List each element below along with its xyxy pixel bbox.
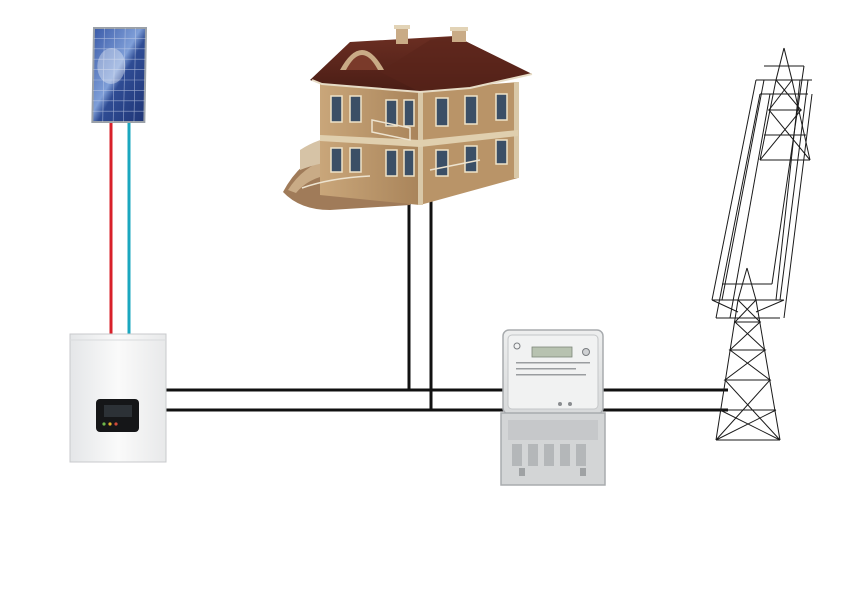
dc-wires [109, 118, 131, 336]
meter-lcd [531, 346, 573, 358]
transmission-tower-icon [711, 47, 813, 441]
far-tower [756, 47, 812, 161]
inverter-icon [69, 333, 167, 463]
ac-wires [165, 200, 728, 412]
power-lines [711, 65, 813, 319]
house-icon [283, 25, 533, 210]
solar-panel-icon [91, 27, 148, 123]
electric-meter-icon [500, 329, 606, 486]
near-tower [711, 267, 785, 441]
